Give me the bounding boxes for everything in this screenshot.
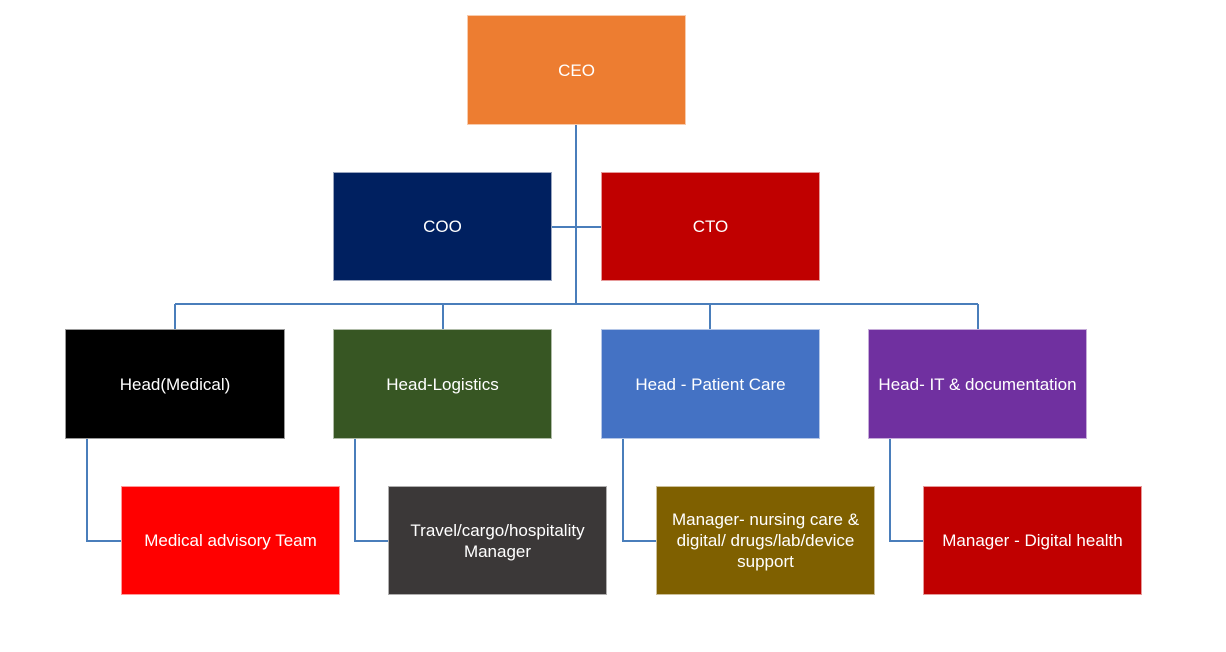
nursing-manager-label-line: support (737, 552, 794, 571)
nursing-manager-label-line: digital/ drugs/lab/device (676, 531, 855, 550)
medical-advisory-team-box: Medical advisory Team (121, 486, 340, 595)
head-patient-care-box: Head - Patient Care (601, 329, 820, 439)
coo-label: COO (423, 217, 462, 236)
nursing-manager-box: Manager- nursing care & digital/ drugs/l… (656, 486, 875, 595)
travel-manager-label-line: Travel/cargo/hospitality (410, 520, 585, 540)
travel-manager-label-line: Manager (463, 541, 532, 561)
head-logistics-label: Head-Logistics (386, 374, 499, 394)
travel-manager-label: Travel/cargo/hospitality Manager (410, 520, 584, 562)
ceo-label: CEO (558, 60, 595, 80)
cto-box: CTO (601, 172, 820, 281)
nursing-manager-label-line: Manager- nursing care & (671, 510, 860, 529)
digital-health-manager-label: Manager - Digital health (942, 531, 1123, 550)
travel-manager-box: Travel/cargo/hospitality Manager (388, 486, 607, 595)
ceo-box: CEO (467, 15, 686, 125)
coo-box: COO (333, 172, 552, 281)
head-medical-label: Head(Medical) (119, 374, 231, 394)
head-it-label: Head- IT & documentation (878, 374, 1077, 394)
medical-advisory-team-label: Medical advisory Team (144, 531, 317, 550)
head-medical-box: Head(Medical) (65, 329, 285, 439)
head-it-box: Head- IT & documentation (868, 329, 1087, 439)
nursing-manager-label: Manager- nursing care & digital/ drugs/l… (672, 509, 859, 572)
travel-manager-elbow-line (354, 439, 388, 542)
nursing-manager-elbow-line (622, 439, 656, 542)
medical-advisory-elbow-line (86, 439, 121, 542)
cto-label: CTO (692, 217, 729, 236)
digital-manager-elbow-line (889, 439, 923, 542)
head-patient-care-label: Head - Patient Care (635, 374, 786, 394)
head-logistics-box: Head-Logistics (333, 329, 552, 439)
digital-health-manager-box: Manager - Digital health (923, 486, 1142, 595)
